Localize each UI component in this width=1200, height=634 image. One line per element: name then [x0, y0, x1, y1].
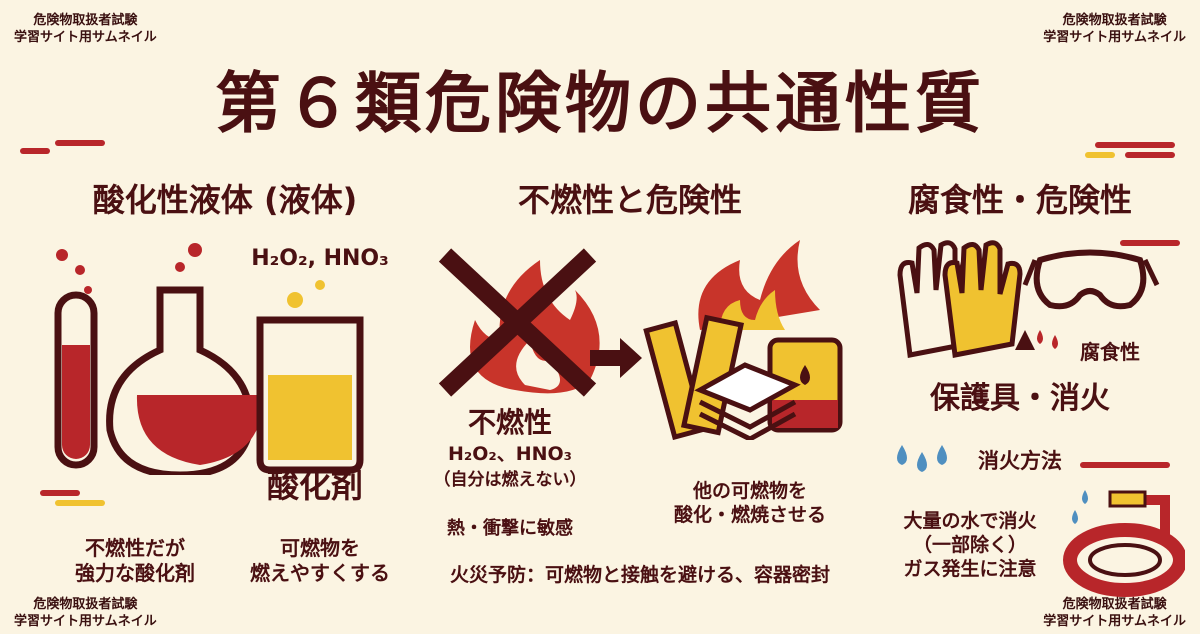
- note-self-nonflammable: （自分は燃えない）: [433, 470, 587, 490]
- label-nonflammable: 不燃性: [467, 406, 552, 439]
- note-makes-flammable: 可燃物を 燃えやすくする: [250, 536, 390, 585]
- watermark-line: 危険物取扱者試験: [1062, 13, 1167, 28]
- watermark-bottom-left: 危険物取扱者試験学習サイト用サムネイル: [14, 596, 157, 630]
- decor-dash: [40, 490, 80, 496]
- watermark-bottom-right: 危険物取扱者試験学習サイト用サムネイル: [1043, 596, 1186, 630]
- gloves-goggles-icon: [897, 240, 1160, 358]
- watermark-line: 危険物取扱者試験: [33, 13, 138, 28]
- watermark-line: 学習サイト用サムネイル: [1043, 614, 1186, 629]
- decor-dash: [1125, 152, 1175, 158]
- watermark-line: 危険物取扱者試験: [1062, 597, 1167, 612]
- note-extinguish: 大量の水で消火 （一部除く） ガス発生に注意: [903, 510, 1037, 580]
- formula-nonflammable: H₂O₂、HNO₃: [448, 443, 572, 465]
- watermark-line: 学習サイト用サムネイル: [14, 614, 157, 629]
- page-title: 第６類危険物の共通性質: [215, 65, 985, 142]
- lab-glassware-icon: [54, 243, 364, 475]
- decor-dash: [1085, 152, 1115, 158]
- heading-nonflammable-hazard: 不燃性と危険性: [517, 181, 742, 219]
- decor-dash: [20, 148, 50, 154]
- water-drops-icon: [897, 445, 947, 472]
- watermark-line: 学習サイト用サムネイル: [14, 30, 157, 45]
- heading-extinguish-method: 消火方法: [978, 449, 1062, 473]
- decor-dash: [1080, 462, 1170, 468]
- decor-dash: [1120, 240, 1180, 246]
- watermark-line: 危険物取扱者試験: [33, 597, 138, 612]
- label-protection-extinguish: 保護具・消火: [930, 381, 1110, 416]
- watermark-line: 学習サイト用サムネイル: [1043, 30, 1186, 45]
- decor-dash: [55, 140, 105, 146]
- fire-hose-icon: [1063, 490, 1185, 597]
- note-nonflammable-oxidizer: 不燃性だが 強力な酸化剤: [75, 536, 195, 585]
- label-oxidizer: 酸化剤: [266, 467, 363, 505]
- note-oxidize-others: 他の可燃物を 酸化・燃焼させる: [673, 480, 826, 526]
- watermark-top-left: 危険物取扱者試験学習サイト用サムネイル: [14, 12, 157, 46]
- watermark-top-right: 危険物取扱者試験学習サイト用サムネイル: [1043, 12, 1186, 46]
- heading-corrosive-hazard: 腐食性・危険性: [907, 181, 1132, 219]
- note-fire-prevention: 火災予防：可燃物と接触を避ける、容器密封: [449, 564, 830, 586]
- label-corrosive: 腐食性: [1080, 340, 1140, 364]
- formula-oxidizing: H₂O₂, HNO₃: [251, 246, 389, 271]
- no-fire-icon: [438, 240, 843, 440]
- note-heat-shock-sensitive: 熱・衝撃に敏感: [447, 518, 573, 539]
- heading-oxidizing-liquid: 酸化性液体 (液体): [92, 181, 358, 219]
- decor-dash: [55, 500, 105, 506]
- decor-dash: [1095, 142, 1175, 148]
- arrow-right-icon: [590, 338, 642, 378]
